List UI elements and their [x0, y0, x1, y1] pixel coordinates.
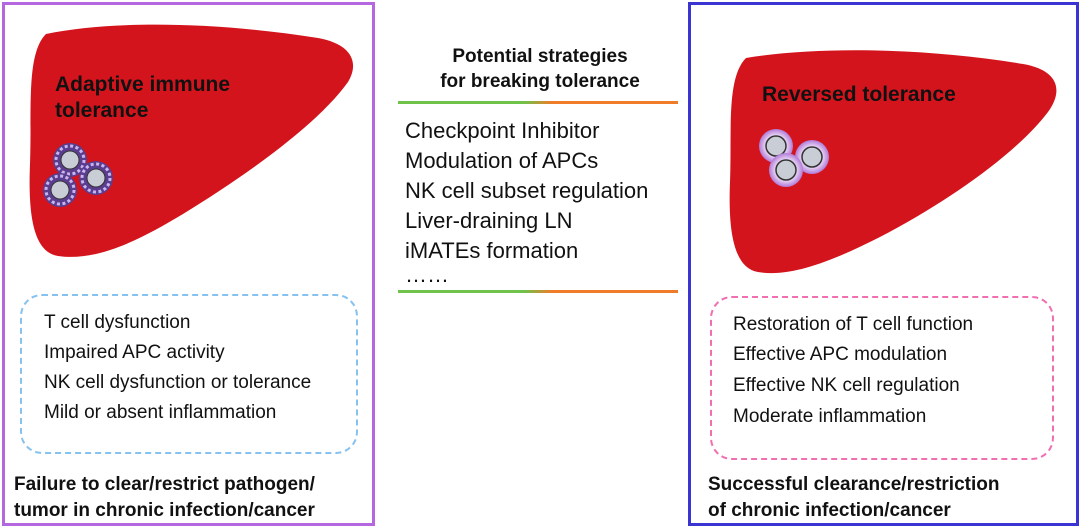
left-footer-line1: Failure to clear/restrict pathogen/	[14, 474, 315, 495]
liver-left-illustration	[29, 24, 354, 257]
strategies-heading: Potential strategies for breaking tolera…	[398, 44, 682, 94]
liver-right-illustration	[729, 50, 1057, 274]
strategies-heading-line1: Potential strategies	[452, 46, 628, 67]
right-finding-3: Effective NK cell regulation	[733, 375, 960, 396]
right-footer-line2: of chronic infection/cancer	[708, 500, 951, 521]
strategy-item-4: Liver-draining LN	[405, 208, 573, 233]
strategy-item-ellipsis: ……	[405, 262, 449, 287]
left-footer-line2: tumor in chronic infection/cancer	[14, 500, 315, 521]
left-findings-box	[20, 294, 358, 454]
strategies-bottom-divider	[398, 290, 678, 293]
liver-left-title: Adaptive immune tolerance	[55, 72, 230, 124]
left-footer: Failure to clear/restrict pathogen/ tumo…	[14, 472, 315, 524]
left-finding-1: T cell dysfunction	[44, 312, 191, 333]
liver-shape-left	[29, 24, 354, 257]
right-finding-2: Effective APC modulation	[733, 344, 948, 365]
tolerant-cell-cluster	[43, 143, 113, 207]
strategy-item-5: iMATEs formation	[405, 238, 579, 263]
liver-right-title: Reversed tolerance	[762, 83, 956, 106]
liver-shape-right	[729, 50, 1057, 274]
liver-left-title-line2: tolerance	[55, 99, 149, 122]
right-finding-4: Moderate inflammation	[733, 406, 927, 427]
right-footer: Successful clearance/restriction of chro…	[708, 472, 999, 524]
left-finding-4: Mild or absent inflammation	[44, 402, 277, 423]
strategy-item-1: Checkpoint Inhibitor	[405, 118, 600, 143]
strategies-top-divider	[398, 101, 678, 104]
strategies-heading-line2: for breaking tolerance	[440, 71, 640, 92]
strategy-item-2: Modulation of APCs	[405, 148, 599, 173]
left-finding-3: NK cell dysfunction or tolerance	[44, 372, 312, 393]
right-finding-1: Restoration of T cell function	[733, 314, 974, 335]
right-findings-box	[710, 296, 1054, 460]
right-panel	[688, 2, 1079, 526]
active-cell-cluster	[759, 129, 829, 187]
liver-left-title-line1: Adaptive immune	[55, 73, 231, 96]
right-footer-line1: Successful clearance/restriction	[708, 474, 1000, 495]
left-panel	[2, 2, 375, 526]
strategy-item-3: NK cell subset regulation	[405, 178, 649, 203]
left-finding-2: Impaired APC activity	[44, 342, 225, 363]
